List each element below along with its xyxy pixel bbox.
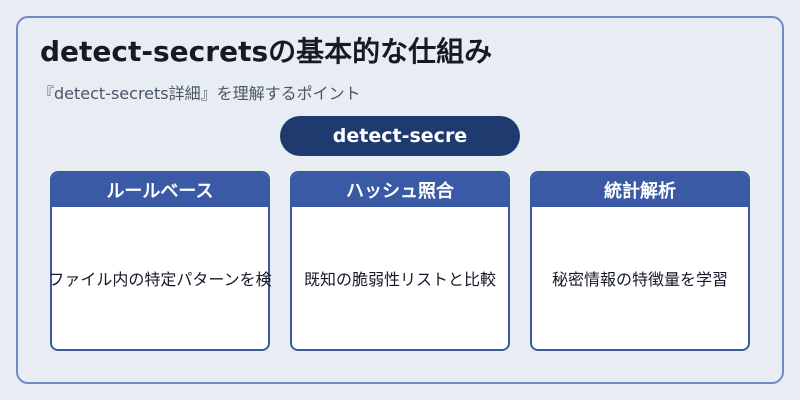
card-body: 既知の脆弱性リストと比較 <box>303 270 496 289</box>
card-body: ファイル内の特定パターンを検 <box>48 270 272 289</box>
card-header: ハッシュ照合 <box>292 173 508 207</box>
card-header: ルールベース <box>52 173 268 207</box>
card-header: 統計解析 <box>532 173 748 207</box>
page-subtitle: 『detect-secrets詳細』を理解するポイント <box>38 84 361 103</box>
card-rule-based: ルールベース ファイル内の特定パターンを検 <box>48 171 272 351</box>
central-node: detect-secre <box>280 116 520 156</box>
card-hash-matching: ハッシュ照合 既知の脆弱性リストと比較 <box>290 171 510 351</box>
card-body: 秘密情報の特徴量を学習 <box>551 270 728 289</box>
page-title: detect-secretsの基本的な仕組み <box>40 35 493 68</box>
card-statistical-analysis: 統計解析 秘密情報の特徴量を学習 <box>530 171 750 351</box>
